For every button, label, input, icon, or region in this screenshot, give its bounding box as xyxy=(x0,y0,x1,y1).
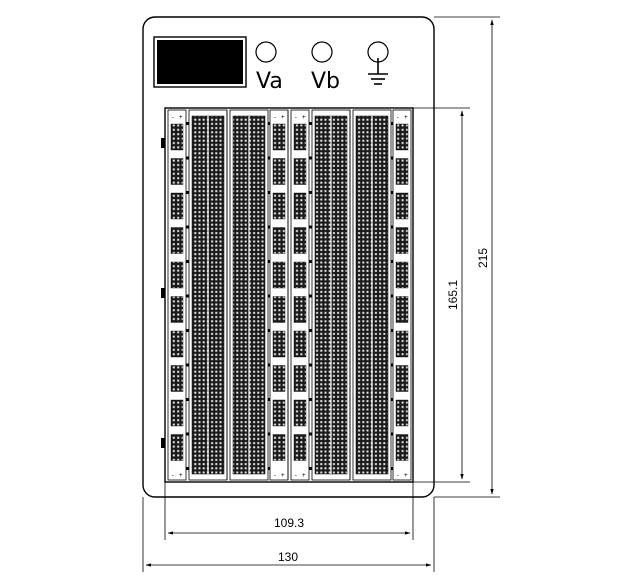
display-window xyxy=(153,36,247,88)
rail-mark-minus: - xyxy=(396,114,400,121)
terminal-strip xyxy=(311,109,351,481)
rail-mark-minus: - xyxy=(273,114,277,121)
dimension-overall-height xyxy=(434,16,500,498)
dimension-overall-width-label: 130 xyxy=(278,550,298,564)
power-rail: -+-+ xyxy=(267,109,289,481)
terminal-strip xyxy=(352,109,392,481)
dimension-breadboard-width xyxy=(164,482,414,540)
power-rail: -+-+ xyxy=(290,109,312,481)
rail-mark-plus: + xyxy=(281,114,285,121)
breadboard-columns: -+-+-+-+-+-+-+-+ xyxy=(167,109,412,481)
power-rail: -+-+ xyxy=(167,109,189,481)
terminal-post-icon xyxy=(311,41,333,63)
terminal-strip xyxy=(229,109,269,481)
terminal-post-icon xyxy=(255,41,277,63)
dimension-breadboard-height xyxy=(413,107,470,483)
ground-symbol-icon xyxy=(368,58,388,85)
dimension-breadboard-height-label: 165.1 xyxy=(446,280,460,310)
rail-mark-minus: - xyxy=(171,114,175,121)
terminal-vb: Vb xyxy=(311,41,340,94)
terminal-ground xyxy=(367,41,389,85)
rail-mark-plus: + xyxy=(281,472,285,479)
dimension-overall-height-label: 215 xyxy=(476,248,490,268)
rail-mark-minus: - xyxy=(396,472,400,479)
side-clips xyxy=(161,138,165,448)
rail-mark-minus: - xyxy=(273,472,277,479)
rail-mark-minus: - xyxy=(171,472,175,479)
rail-mark-plus: + xyxy=(302,114,306,121)
terminal-vb-label: Vb xyxy=(311,69,340,94)
dimension-breadboard-width-label: 109.3 xyxy=(274,516,304,530)
rail-mark-minus: - xyxy=(294,472,298,479)
rail-mark-plus: + xyxy=(404,472,408,479)
rail-mark-minus: - xyxy=(294,114,298,121)
rail-mark-plus: + xyxy=(179,114,183,121)
dimension-overall-width xyxy=(142,497,435,572)
rail-mark-plus: + xyxy=(302,472,306,479)
terminal-strip xyxy=(188,109,228,481)
terminal-va: Va xyxy=(255,41,283,94)
power-rail: -+-+ xyxy=(390,109,412,481)
terminal-va-label: Va xyxy=(256,69,283,94)
rail-mark-plus: + xyxy=(179,472,183,479)
rail-mark-plus: + xyxy=(404,114,408,121)
